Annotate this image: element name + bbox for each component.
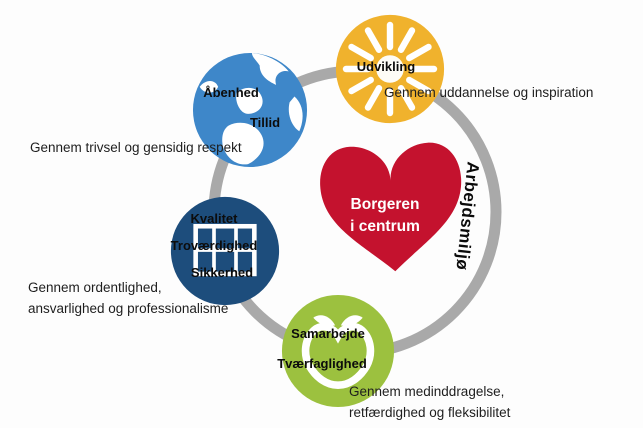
- apple-circle: [281, 294, 395, 408]
- description-line: ansvarlighed og professionalisme: [28, 301, 229, 316]
- window-icon: [170, 196, 280, 306]
- center-label: Borgeren i centrum: [327, 194, 443, 238]
- description-samarbejde: Gennem medinddragelse, retfærdighed og f…: [349, 381, 510, 423]
- window-frame: [193, 223, 257, 277]
- description-line: retfærdighed og fleksibilitet: [349, 405, 511, 420]
- apple-icon: [281, 294, 395, 408]
- description-line: Gennem uddannelse og inspiration: [384, 85, 594, 100]
- sun-icon: [335, 14, 445, 124]
- heart-icon: [320, 142, 462, 272]
- label-trovaerdighed: Troværdighed: [170, 238, 258, 253]
- heart-shape: [320, 142, 462, 272]
- center-label-line2: i centrum: [350, 218, 420, 235]
- description-kvalitet: Gennem ordentlighed, ansvarlighed og pro…: [28, 277, 228, 319]
- label-sikkerhed: Sikkerhed: [190, 265, 254, 280]
- globe-continents: [199, 52, 303, 165]
- sun-core: [376, 55, 404, 83]
- apple-shape: [301, 315, 375, 390]
- label-tvaerfaglighed: Tværfaglighed: [277, 356, 367, 371]
- label-samarbejde: Samarbejde: [291, 326, 365, 341]
- description-line: Gennem trivsel og gensidig respekt: [30, 140, 242, 155]
- description-line: Gennem medinddragelse,: [349, 384, 505, 399]
- sun-rays: [342, 21, 438, 117]
- description-udvikling: Gennem uddannelse og inspiration: [384, 82, 593, 103]
- label-udvikling: Udvikling: [356, 59, 416, 74]
- description-aabenhed: Gennem trivsel og gensidig respekt: [30, 137, 242, 158]
- label-tillid: Tillid: [249, 115, 281, 130]
- description-line: Gennem ordentlighed,: [28, 280, 162, 295]
- globe-icon: [192, 52, 308, 168]
- label-aabenhed: Åbenhed: [203, 85, 259, 100]
- center-label-line1: Borgeren: [350, 196, 420, 213]
- label-kvalitet: Kvalitet: [190, 211, 238, 226]
